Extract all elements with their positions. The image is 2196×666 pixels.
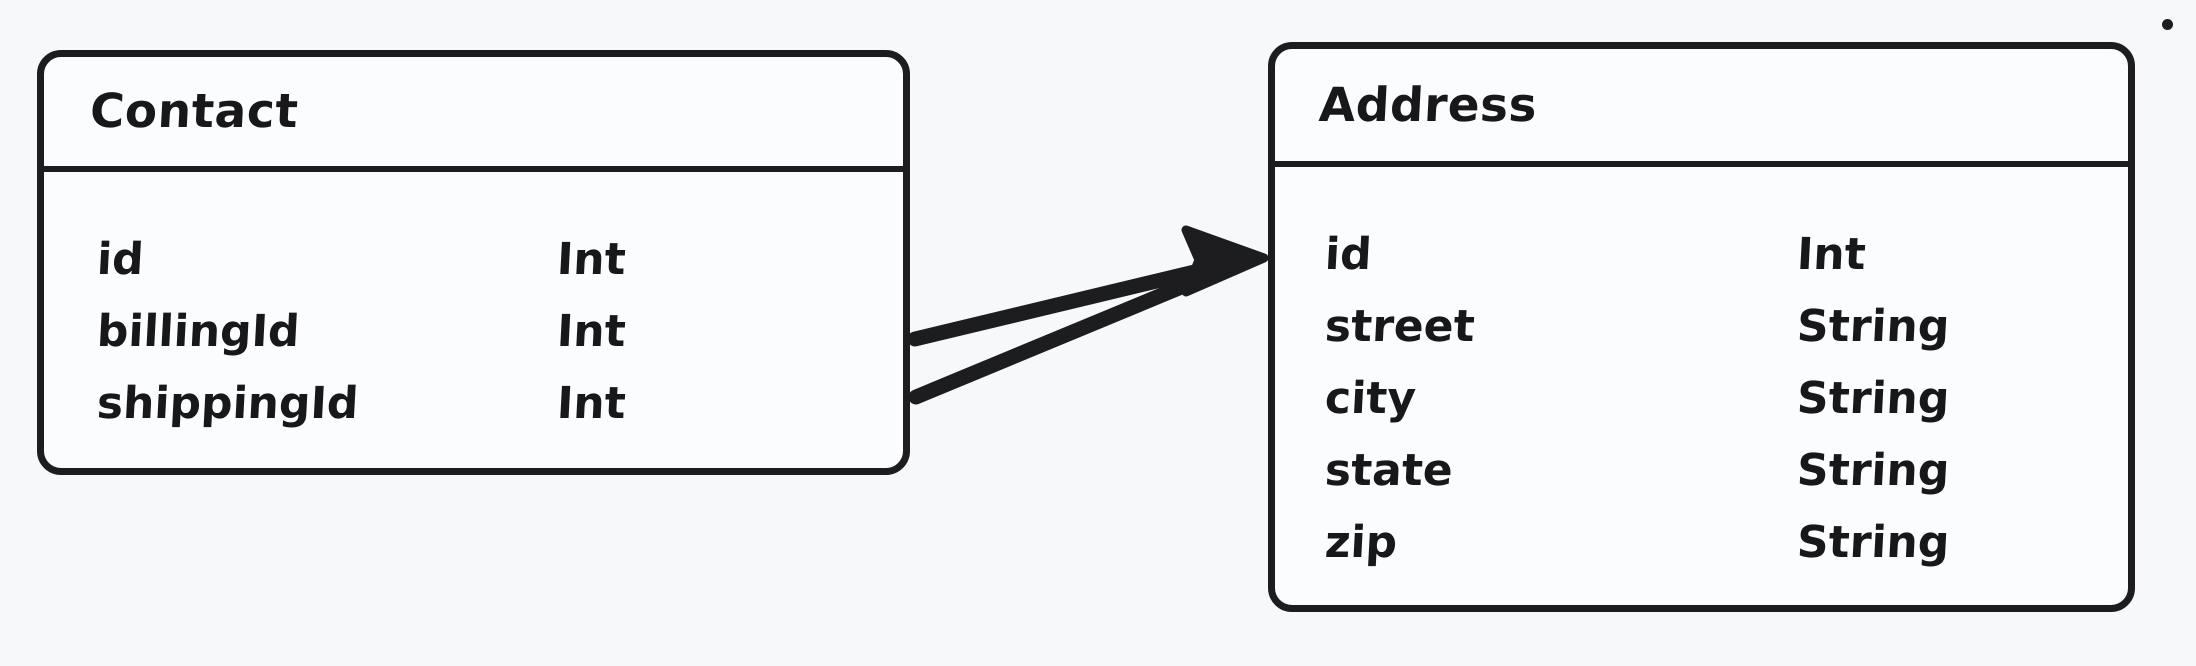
- ink-speck-artifact: [2162, 19, 2173, 30]
- relationship-billing-to-address[interactable]: [907, 255, 1240, 347]
- field-type: String: [1795, 300, 1951, 352]
- table-row[interactable]: state String: [1275, 444, 2128, 496]
- field-name: zip: [1323, 516, 1399, 568]
- field-type: Int: [555, 305, 628, 357]
- field-name: id: [95, 233, 145, 285]
- table-row[interactable]: street String: [1275, 300, 2128, 352]
- field-name: id: [1323, 228, 1373, 280]
- table-row[interactable]: id Int: [44, 233, 903, 285]
- entity-address-title: Address: [1317, 77, 1539, 133]
- field-name: billingId: [95, 305, 301, 357]
- relationship-line-shipping: [908, 258, 1240, 405]
- field-name: state: [1323, 444, 1455, 496]
- field-name: street: [1323, 300, 1476, 352]
- table-row[interactable]: billingId Int: [44, 305, 903, 357]
- table-row[interactable]: zip String: [1275, 516, 2128, 568]
- entity-address-fields: id Int street String city String state S…: [1275, 167, 2128, 606]
- relationship-line-billing: [907, 255, 1240, 347]
- field-type: Int: [555, 233, 628, 285]
- field-name: city: [1323, 372, 1418, 424]
- entity-address[interactable]: Address id Int street String city String…: [1268, 42, 2135, 612]
- field-type: Int: [1795, 228, 1868, 280]
- table-row[interactable]: id Int: [1275, 228, 2128, 280]
- table-row[interactable]: city String: [1275, 372, 2128, 424]
- field-type: String: [1795, 516, 1951, 568]
- field-type: String: [1795, 444, 1951, 496]
- field-type: Int: [555, 377, 628, 429]
- entity-contact[interactable]: Contact id Int billingId Int shippingId …: [37, 50, 910, 475]
- field-type: String: [1795, 372, 1951, 424]
- arrowhead-icon: [1181, 225, 1269, 297]
- field-name: shippingId: [95, 377, 360, 429]
- table-row[interactable]: shippingId Int: [44, 377, 903, 429]
- entity-contact-header: Contact: [44, 57, 903, 172]
- relationship-shipping-to-address[interactable]: [908, 258, 1240, 405]
- entity-contact-fields: id Int billingId Int shippingId Int: [44, 172, 903, 469]
- entity-address-header: Address: [1275, 49, 2128, 167]
- entity-contact-title: Contact: [88, 84, 300, 139]
